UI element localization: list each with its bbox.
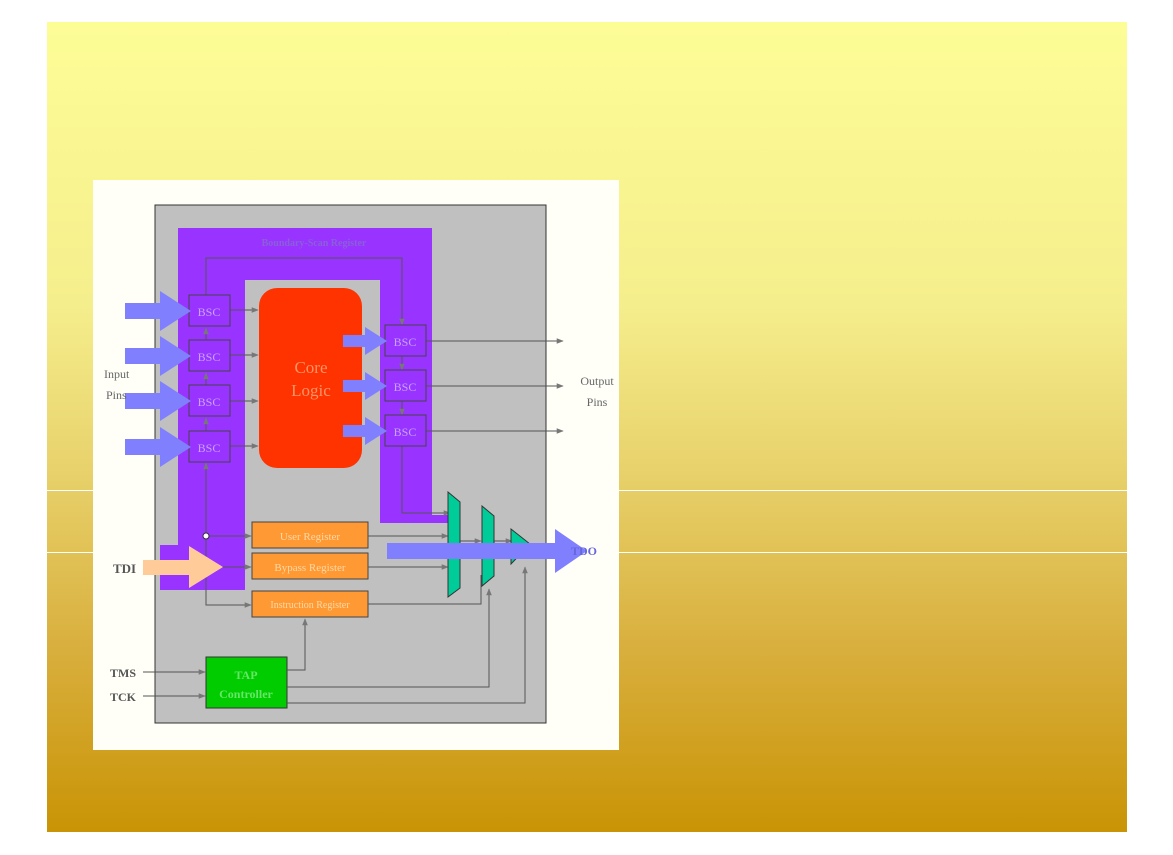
output-pins-label-line2: Pins: [587, 395, 608, 409]
boundary-scan-register-band: [160, 228, 456, 590]
bsc-input-2-label: BSC: [198, 350, 221, 364]
input-pins-label-line1: Input: [104, 367, 130, 381]
tdi-arrow: [143, 546, 223, 588]
input-pin-arrows: [125, 291, 191, 467]
bsc-input-4-label: BSC: [198, 441, 221, 455]
bsc-input-3: [188, 384, 231, 417]
tap-label-line1: TAP: [234, 668, 257, 682]
output-pins-label-line1: Output: [580, 374, 614, 388]
boundary-scan-register-label: Boundary-Scan Register: [262, 238, 367, 249]
tck-label: TCK: [110, 690, 137, 704]
core-logic-label-line1: Core: [294, 358, 327, 377]
core-output-arrows: [343, 327, 387, 445]
input-bsc-cells: BSC BSC BSC BSC: [188, 294, 231, 463]
bsc-to-core-arrows: [230, 307, 259, 449]
bypass-register-block: [251, 552, 369, 580]
instruction-register-label: Instruction Register: [270, 600, 350, 611]
register-to-mux-wiring: [368, 533, 513, 605]
bsc-input-4: [188, 430, 231, 463]
bsc-output-1: [384, 324, 427, 357]
output-bsc-cells: BSC BSC BSC: [384, 324, 427, 447]
bsc-input-1-label: BSC: [198, 305, 221, 319]
input-pins-label-line2: Pins: [106, 388, 127, 402]
tdi-junction: [202, 532, 210, 540]
bsc-output-2-label: BSC: [394, 380, 417, 394]
bsc-output-1-label: BSC: [394, 335, 417, 349]
bypass-register-label: Bypass Register: [274, 562, 346, 574]
core-logic-block: [259, 288, 362, 468]
bsc-input-3-label: BSC: [198, 395, 221, 409]
registers: User Register Bypass Register Instructio…: [251, 521, 369, 618]
tdo-arrow: [387, 529, 587, 573]
tms-label: TMS: [110, 666, 136, 680]
tdo-label: TDO: [571, 544, 597, 558]
user-register-block: [251, 521, 369, 549]
tdi-label: TDI: [113, 561, 136, 576]
core-logic-label-line2: Logic: [291, 381, 331, 400]
output-pin-lines: [426, 338, 564, 434]
scan-chain-wiring: [203, 257, 451, 535]
tap-controller-block: [205, 656, 288, 709]
user-register-label: User Register: [280, 531, 341, 543]
bsc-output-3-label: BSC: [394, 425, 417, 439]
tap-control-wiring: [143, 566, 528, 704]
tap-label-line2: Controller: [219, 687, 273, 701]
bsc-output-2: [384, 369, 427, 402]
